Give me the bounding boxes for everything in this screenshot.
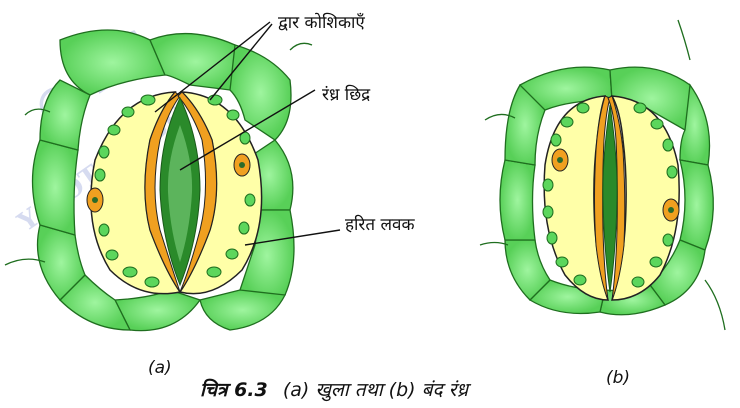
figure-caption: चित्र 6.3 (a) खुला तथा (b) बंद रंध्र xyxy=(200,378,471,402)
label-stomatal-pore: रंध्र छिद्र xyxy=(322,84,371,105)
sublabel-b: (b) xyxy=(606,368,630,388)
guard-cells-a xyxy=(91,92,262,294)
closed-stoma xyxy=(480,20,725,330)
sublabel-a: (a) xyxy=(148,358,172,378)
label-guard-cells: द्वार कोशिकाएँ xyxy=(278,12,365,33)
caption-prefix: चित्र 6.3 xyxy=(200,378,268,401)
label-chloroplast: हरित लवक xyxy=(345,214,415,235)
caption-text: (a) खुला तथा (b) बंद रंध्र xyxy=(283,379,471,402)
